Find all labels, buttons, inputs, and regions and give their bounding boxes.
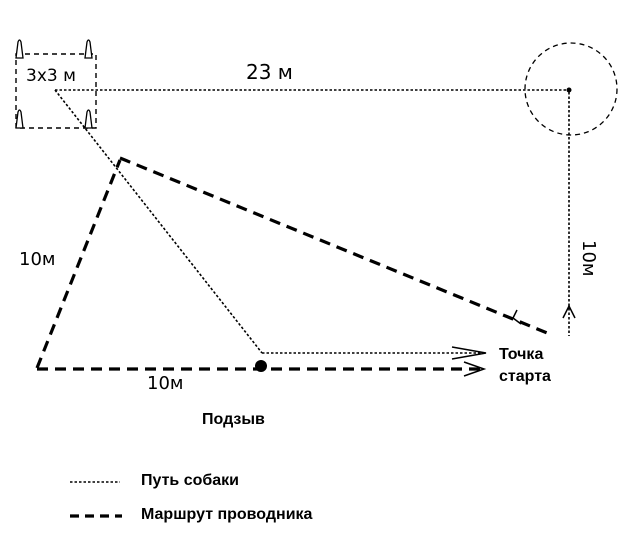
recall-point — [255, 360, 267, 372]
start-point-label-line2: старта — [499, 368, 551, 385]
dog-path — [54, 89, 570, 354]
arrow-icon — [562, 304, 576, 319]
handler-route-long — [119, 156, 553, 337]
handler-route — [35, 156, 553, 371]
far-point-dot — [566, 87, 572, 93]
distance-10-right-label: 10м — [578, 240, 599, 277]
distance-23-label: 23 м — [246, 60, 293, 84]
square-zone — [15, 39, 97, 129]
distance-10-bottom-label: 10м — [147, 373, 184, 394]
square-size-label: 3x3 м — [26, 66, 76, 86]
cone-icon — [15, 39, 24, 59]
distance-10-left-label: 10м — [19, 249, 56, 270]
cone-icon — [15, 109, 24, 129]
cone-icon — [84, 109, 93, 129]
arrow-icon — [512, 309, 522, 325]
arrow-icon — [451, 346, 487, 360]
start-point-label-line1: Точка — [499, 346, 544, 363]
arrowheads — [451, 304, 576, 377]
recall-label: Подзыв — [202, 411, 265, 428]
square-outline — [15, 53, 97, 129]
handler-route-left — [35, 159, 122, 369]
cone-icon — [84, 39, 93, 59]
arrow-icon — [463, 361, 487, 377]
legend-dog-path-label: Путь собаки — [141, 472, 240, 489]
dog-path-diagonal — [54, 89, 263, 354]
legend-handler-route-label: Маршрут проводника — [141, 506, 313, 523]
far-point-circle — [524, 42, 618, 136]
